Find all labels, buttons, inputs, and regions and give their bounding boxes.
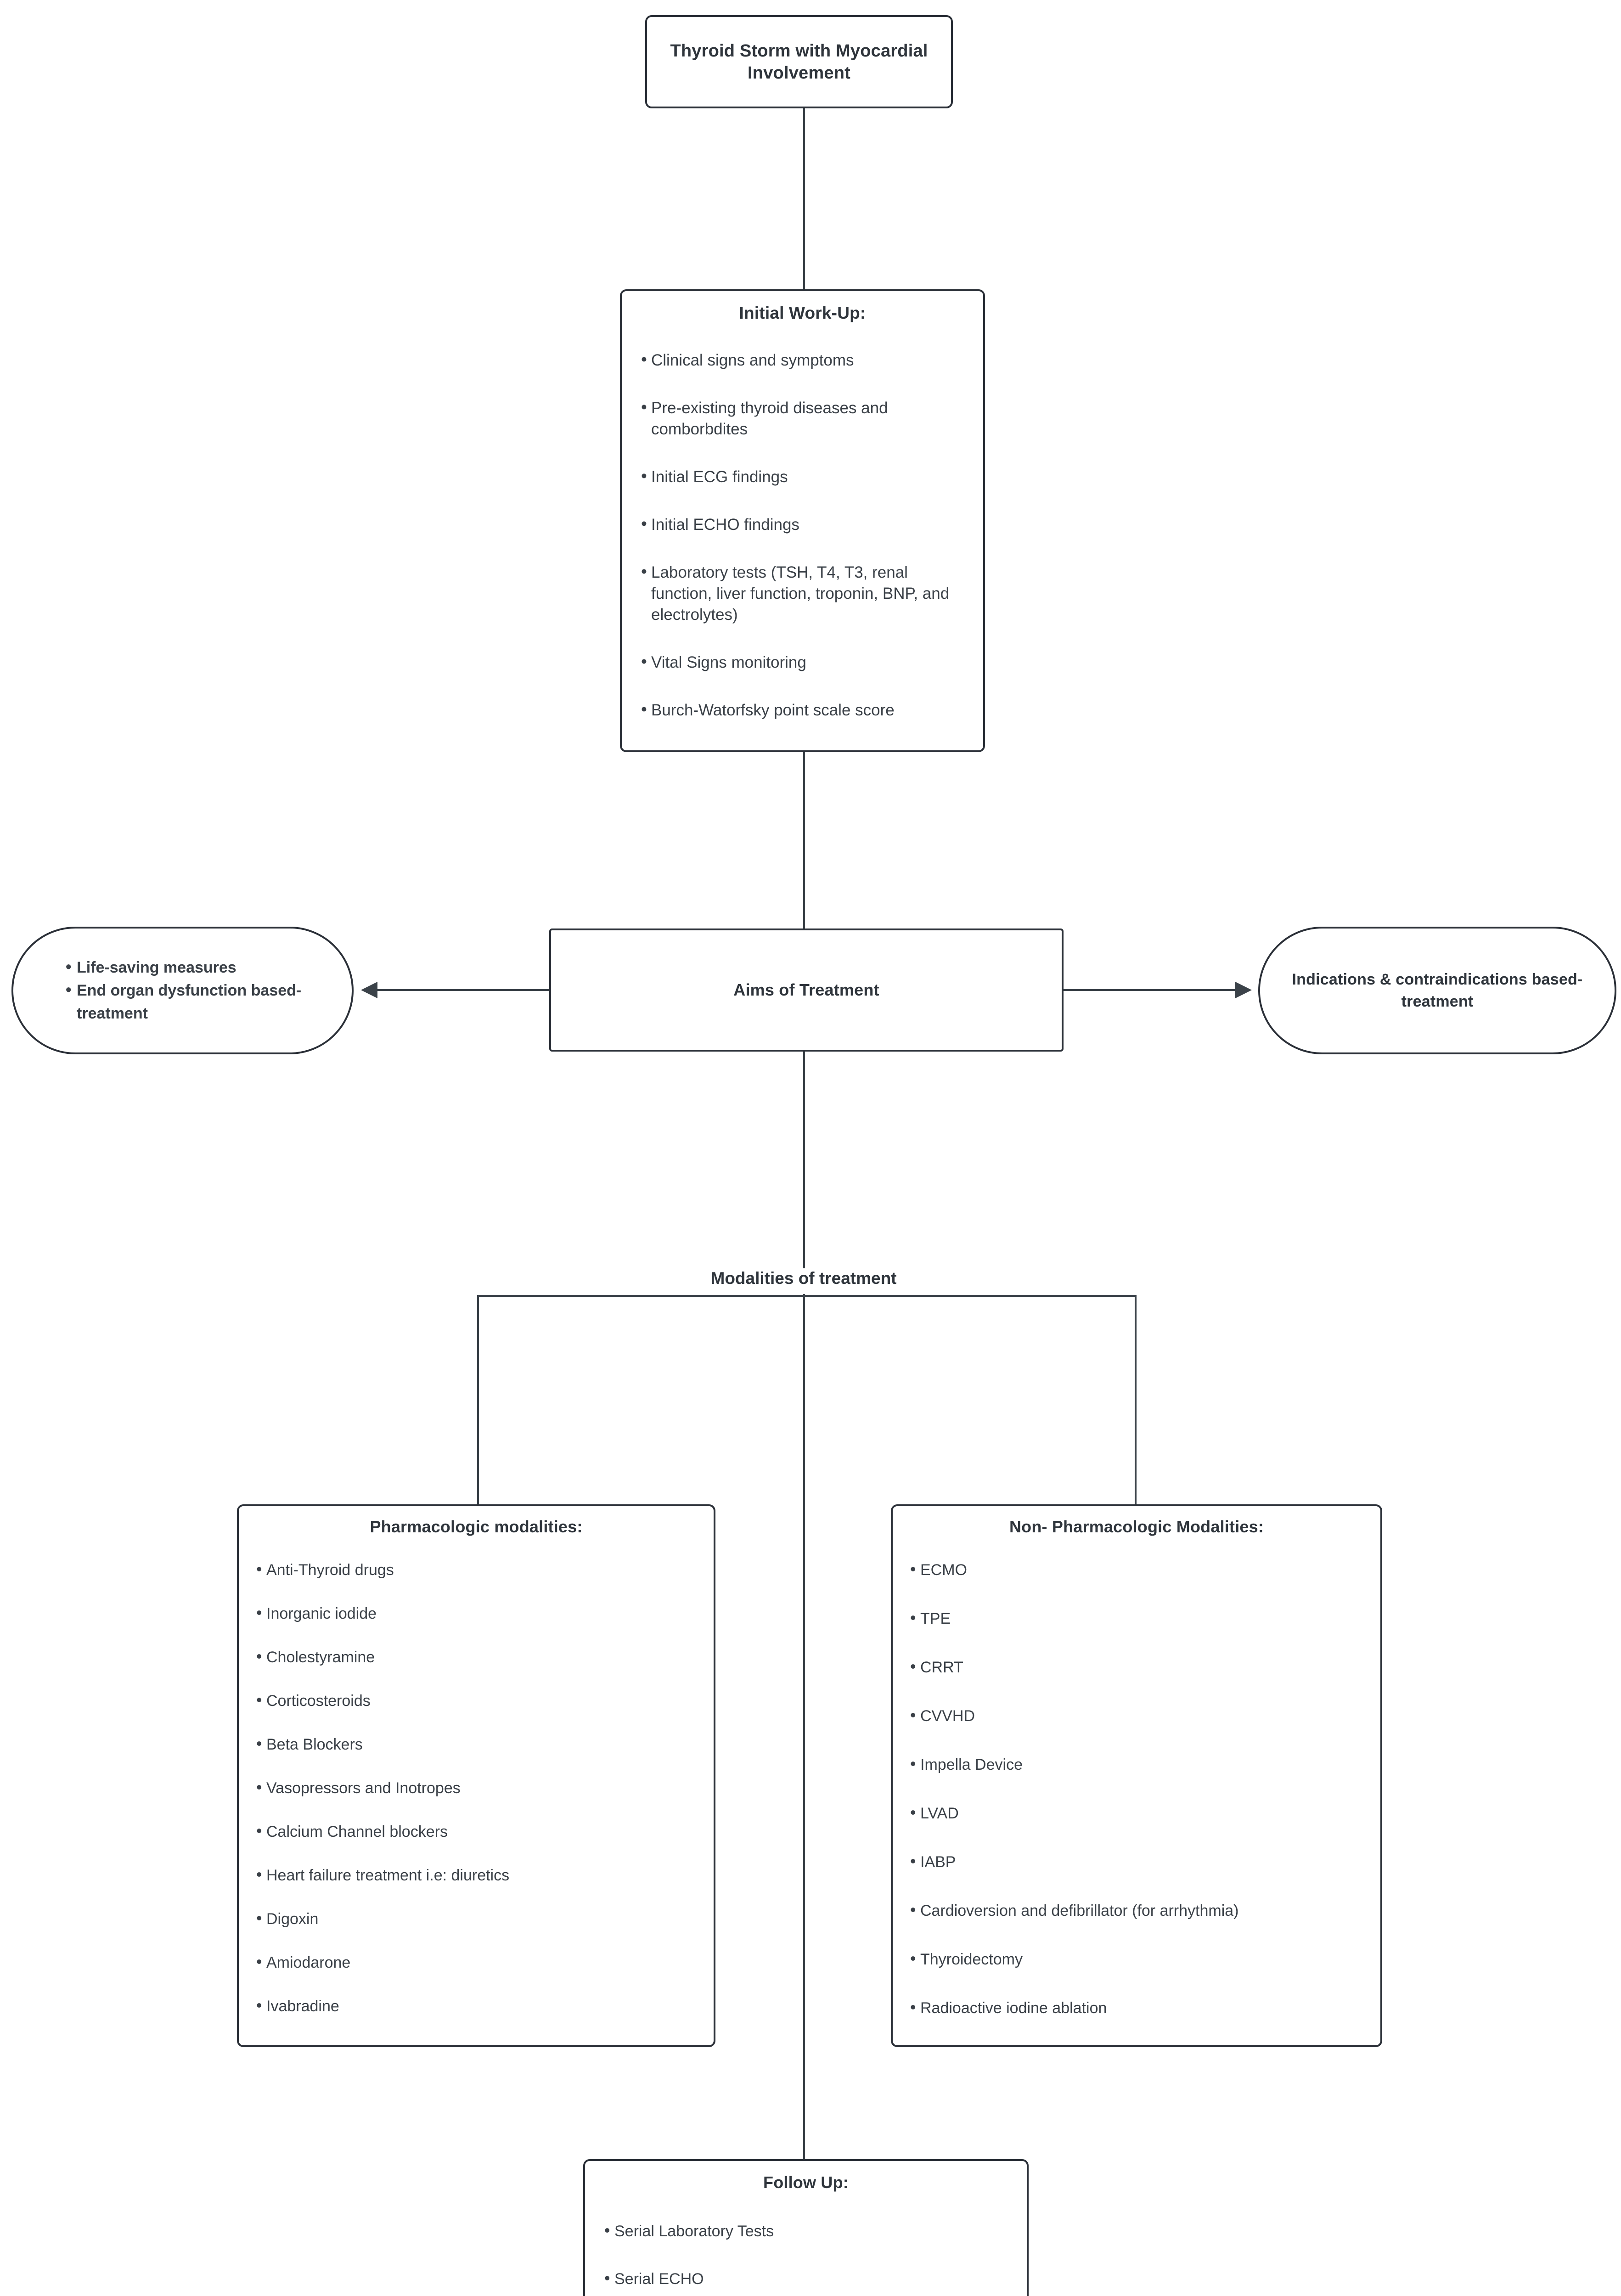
node-indications-contraindications-title: Indications & contraindications based-tr…	[1292, 971, 1583, 1010]
list-item: End organ dysfunction based-treatment	[65, 978, 333, 1025]
list-item: Initial ECG findings	[637, 466, 968, 488]
list-item: Calcium Channel blockers	[253, 1821, 700, 1841]
list-item: CRRT	[906, 1657, 1367, 1677]
list-item: Serial ECHO	[601, 2268, 1011, 2289]
list-item: Digoxin	[253, 1908, 700, 1929]
node-initial-workup[interactable]: Initial Work-Up: Clinical signs and symp…	[620, 289, 985, 752]
list-item: Inorganic iodide	[253, 1603, 700, 1623]
initial-workup-list: Clinical signs and symptoms Pre-existing…	[637, 349, 968, 721]
label-modalities-of-treatment: Modalities of treatment	[710, 1269, 897, 1288]
list-item: Initial ECHO findings	[637, 513, 968, 535]
list-item: Cardioversion and defibrillator (for arr…	[906, 1900, 1367, 1920]
list-item: Thyroidectomy	[906, 1949, 1367, 1969]
list-item: Beta Blockers	[253, 1734, 700, 1754]
pharmacologic-modalities-list: Anti-Thyroid drugs Inorganic iodide Chol…	[253, 1559, 700, 2016]
edge-modalities-split-right	[804, 1295, 1137, 1504]
list-item: Vital Signs monitoring	[637, 651, 968, 673]
node-root-title: Thyroid Storm with Myocardial Involvemen…	[670, 41, 928, 83]
node-initial-workup-title: Initial Work-Up:	[739, 304, 866, 322]
list-item: Cholestyramine	[253, 1647, 700, 1667]
list-item: Ivabradine	[253, 1996, 700, 2016]
node-non-pharmacologic-modalities-title: Non- Pharmacologic Modalities:	[1009, 1517, 1264, 1536]
node-life-saving-measures[interactable]: Life-saving measures End organ dysfuncti…	[11, 927, 354, 1054]
node-indications-contraindications[interactable]: Indications & contraindications based-tr…	[1258, 927, 1616, 1054]
list-item: Pre-existing thyroid diseases and combor…	[637, 397, 968, 440]
follow-up-list: Serial Laboratory Tests Serial ECHO	[601, 2221, 1011, 2289]
list-item: Radioactive iodine ablation	[906, 1998, 1367, 2018]
list-item: Heart failure treatment i.e: diuretics	[253, 1865, 700, 1885]
list-item: ECMO	[906, 1559, 1367, 1580]
list-item: Clinical signs and symptoms	[637, 349, 968, 371]
list-item: Vasopressors and Inotropes	[253, 1778, 700, 1798]
node-pharmacologic-modalities[interactable]: Pharmacologic modalities: Anti-Thyroid d…	[237, 1504, 715, 2047]
edge-modalities-split-left	[477, 1294, 805, 1504]
node-non-pharmacologic-modalities[interactable]: Non- Pharmacologic Modalities: ECMO TPE …	[891, 1504, 1382, 2047]
list-item: Burch-Watorfsky point scale score	[637, 699, 968, 721]
list-item: TPE	[906, 1608, 1367, 1628]
node-root[interactable]: Thyroid Storm with Myocardial Involvemen…	[645, 15, 953, 108]
list-item: Impella Device	[906, 1754, 1367, 1774]
list-item: Life-saving measures	[65, 955, 333, 979]
list-item: Laboratory tests (TSH, T4, T3, renal fun…	[637, 561, 968, 625]
non-pharmacologic-modalities-list: ECMO TPE CRRT CVVHD Impella Device LVAD …	[906, 1559, 1367, 2018]
list-item: Anti-Thyroid drugs	[253, 1559, 700, 1580]
list-item: Serial Laboratory Tests	[601, 2221, 1011, 2241]
node-aims-of-treatment[interactable]: Aims of Treatment	[549, 929, 1064, 1052]
node-pharmacologic-modalities-title: Pharmacologic modalities:	[370, 1517, 583, 1536]
list-item: Corticosteroids	[253, 1690, 700, 1711]
node-aims-of-treatment-title: Aims of Treatment	[733, 980, 879, 999]
list-item: LVAD	[906, 1803, 1367, 1823]
life-saving-measures-list: Life-saving measures End organ dysfuncti…	[65, 955, 333, 1025]
list-item: IABP	[906, 1851, 1367, 1872]
node-follow-up[interactable]: Follow Up: Serial Laboratory Tests Seria…	[583, 2159, 1029, 2296]
list-item: CVVHD	[906, 1705, 1367, 1726]
node-follow-up-title: Follow Up:	[763, 2173, 849, 2192]
list-item: Amiodarone	[253, 1952, 700, 1972]
